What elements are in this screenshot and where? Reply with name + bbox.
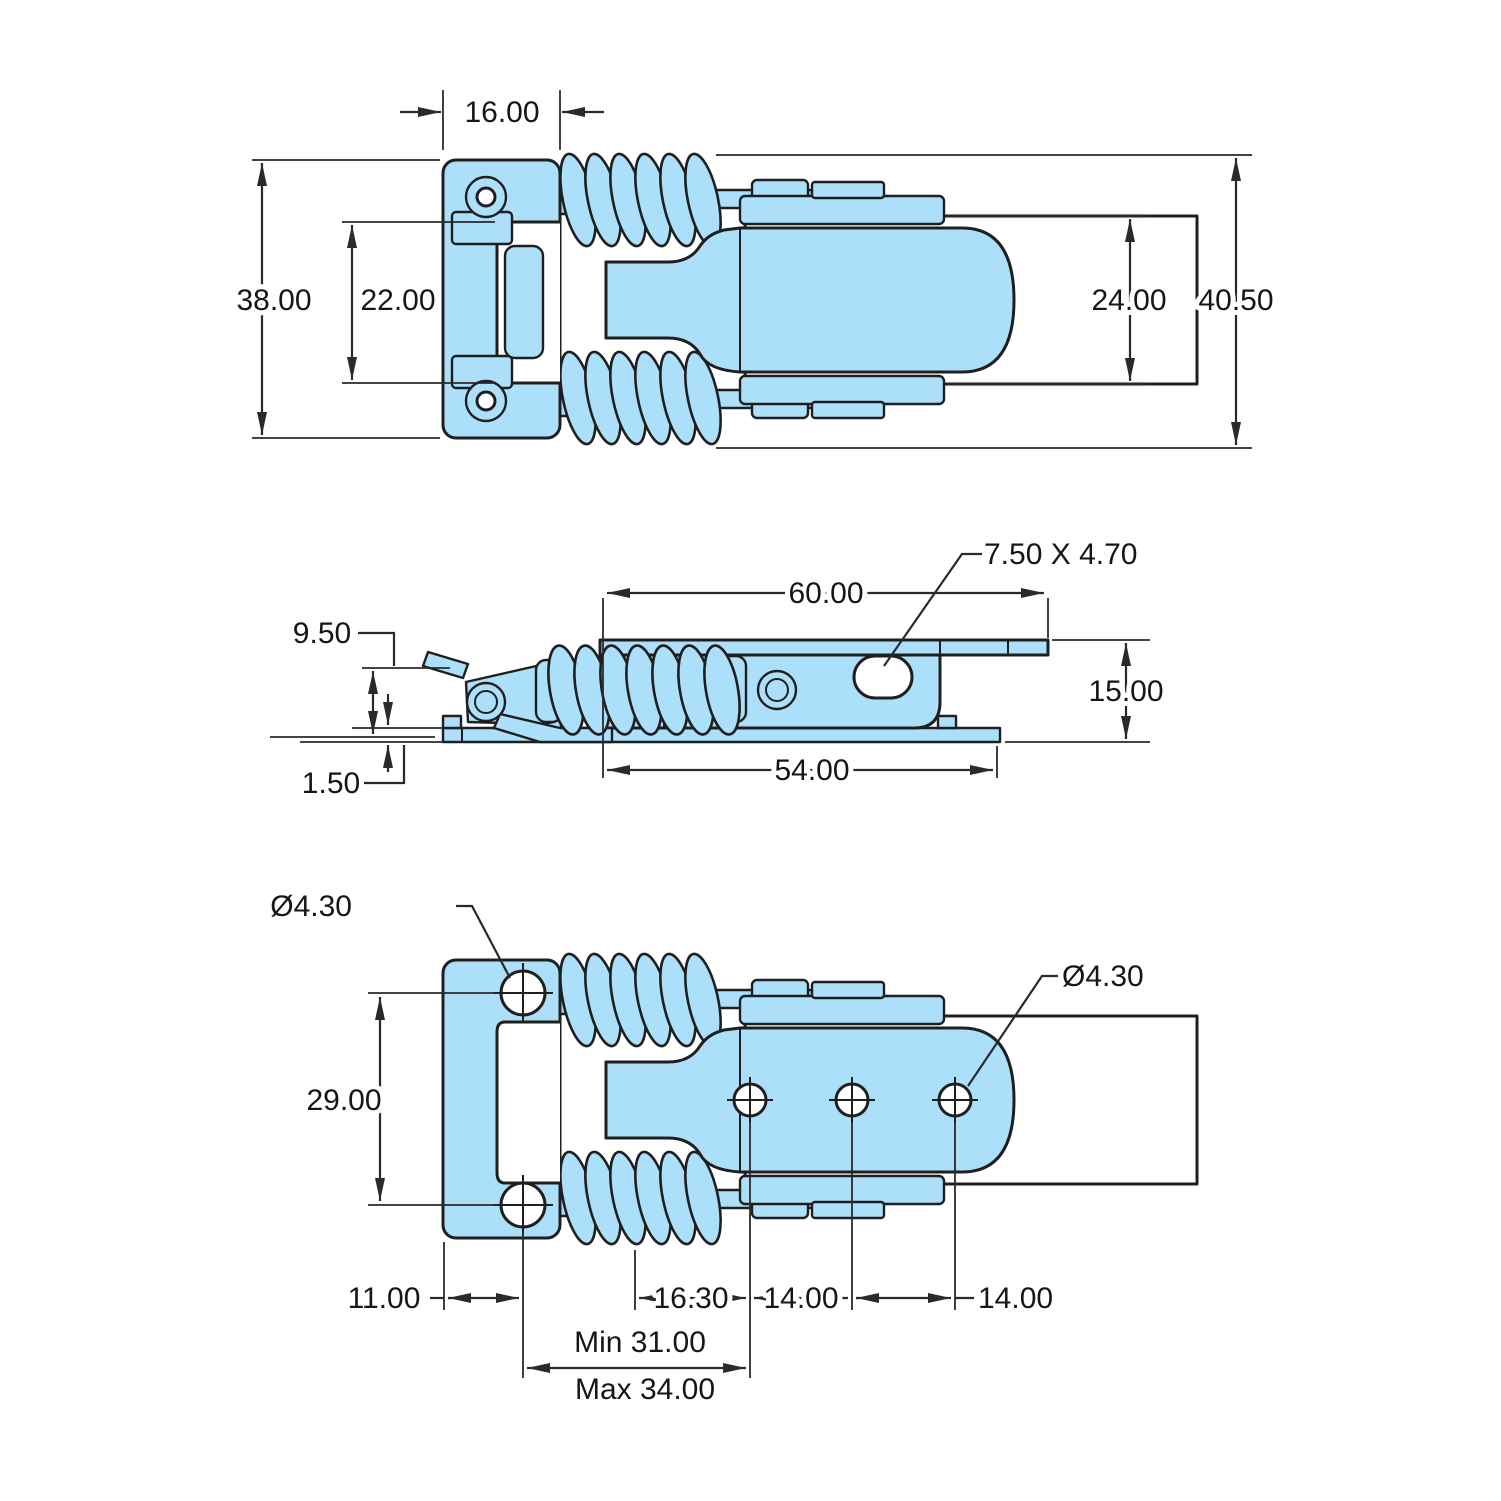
- spring-loop-eye: [475, 186, 497, 208]
- bottom-view: Ø4.30 Ø4.30 29.00 11.00 16.30 14.00 14.0…: [265, 885, 1199, 1411]
- hook-tab: [421, 650, 470, 680]
- coil-spring-side: [547, 644, 741, 736]
- dim-bracket-hole-offset: 11.00: [348, 1282, 421, 1315]
- dim-bracket-hole-dia: Ø4.30: [270, 890, 352, 923]
- dim-lever-height: 24.00: [1091, 284, 1166, 317]
- top-view-extension-lines: [252, 90, 1252, 449]
- dim-hole-pitch-2: 14.00: [978, 1282, 1053, 1315]
- pivot-rivet-inner: [765, 678, 789, 702]
- dim-latch-min: Min 31.00: [574, 1326, 706, 1359]
- spring-coil: [684, 1150, 722, 1246]
- strap-tab: [810, 980, 886, 1000]
- lever-holes: [727, 1077, 978, 1123]
- spring-coil: [684, 350, 722, 446]
- hook-pivot-inner: [474, 690, 498, 714]
- dim-lever-hole-dia: Ø4.30: [1062, 960, 1144, 993]
- dim-body-length: 60.00: [788, 577, 863, 610]
- base-tab: [441, 714, 463, 730]
- dim-body-height: 15.00: [1088, 675, 1163, 708]
- dim-latch-max: Max 34.00: [575, 1373, 715, 1406]
- strap-arm: [738, 1174, 946, 1206]
- strap-arm: [738, 374, 946, 406]
- dim-pivot-to-first-hole: 16.30: [653, 1282, 728, 1315]
- lever-body: [604, 1026, 1016, 1174]
- coil-spring-bottom: [559, 350, 722, 446]
- hook-pivot: [465, 681, 507, 723]
- catch-bar: [503, 244, 545, 360]
- base-tab: [936, 714, 958, 730]
- dim-base-thickness: 1.50: [302, 767, 360, 800]
- bracket-notch: [495, 1020, 560, 1185]
- lever-body: [604, 226, 1016, 374]
- dim-hole-pitch-1: 14.00: [763, 1282, 838, 1315]
- strap-tab: [810, 180, 886, 200]
- strap-tab: [810, 1200, 886, 1220]
- dim-bracket-hole-spacing: 29.00: [306, 1084, 381, 1117]
- coil-spring-top: [559, 952, 722, 1048]
- strap-arm: [738, 194, 946, 226]
- hook-lever-link: [492, 712, 614, 744]
- strap-arm: [738, 994, 946, 1026]
- coil-spring-bottom: [559, 1150, 722, 1246]
- top-view-dimension-lines: [257, 107, 1241, 445]
- pivot-rivet: [756, 669, 798, 711]
- dim-bracket-width: 16.00: [464, 96, 539, 129]
- coil-spring-top: [559, 152, 722, 248]
- dim-base-length: 54.00: [774, 754, 849, 787]
- side-view-dimension-lines: [358, 552, 1131, 785]
- dim-hook-height: 9.50: [293, 617, 351, 650]
- side-view-extension-lines: [270, 598, 1150, 778]
- bottom-view-dimension-lines: [375, 904, 1058, 1373]
- dim-overall-height: 40.50: [1198, 284, 1273, 317]
- dim-bracket-height: 38.00: [236, 284, 311, 317]
- mounting-slot: [852, 654, 914, 700]
- dim-opening-height: 22.00: [360, 284, 435, 317]
- dim-slot-size: 7.50 X 4.70: [984, 538, 1137, 571]
- side-view: 9.50 7.50 X 4.70 60.00 15.00 1.50 54.00: [270, 533, 1169, 805]
- top-view: 16.00 38.00 22.00 24.00 40.50: [231, 90, 1279, 449]
- spring-coil: [703, 644, 741, 736]
- bracket-holes: [493, 963, 553, 1235]
- bottom-view-extension-lines: [368, 992, 956, 1378]
- spring-loop-eye: [475, 390, 497, 412]
- strap-tab: [810, 400, 886, 420]
